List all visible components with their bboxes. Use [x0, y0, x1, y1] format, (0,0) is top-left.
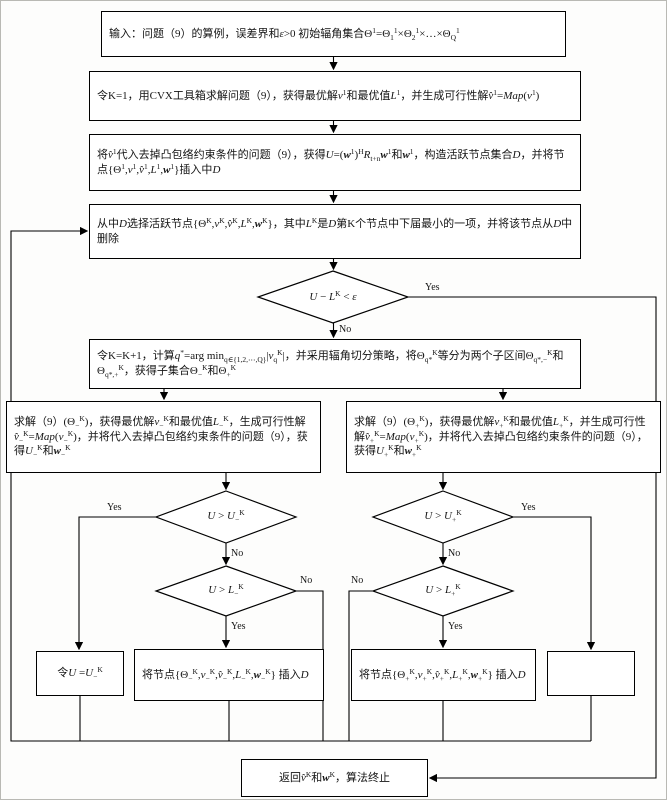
node-solve-minus-text: 求解（9）(Θ−K)，获得最优解v−K和最优值L−K，生成可行性解v̂−K=Ma…: [14, 413, 308, 460]
edge-l-plus-no-feedback: [348, 590, 373, 741]
node-solve-plus-text: 求解（9）(Θ+K)，获得最优解v+K和最优值L+K，并生成可行性解v̂+K=M…: [354, 413, 648, 460]
decision-diamond-u-minus: [154, 490, 298, 544]
node-branch-split: 令K=K+1，计算q*=arg minq∈{1,2,⋯,Q}|vqK|，并采用辐…: [89, 339, 581, 389]
edge-feedback-loop-to-select: [10, 226, 591, 742]
node-insert-plus-text: 将节点{Θ+K,v+K,v̂+K,L+K,w+K} 插入D: [359, 666, 526, 683]
label-u-plus-yes: Yes: [521, 502, 536, 513]
node-return-text: 返回v̂K和wK，算法终止: [278, 769, 391, 784]
decision-diamond-l-plus: [371, 565, 515, 617]
node-substitute: 将v̂1代入去掉凸包络约束条件的问题（9），获得U=(w1)HRt+nw1和w1…: [89, 134, 581, 191]
label-u-minus-no: No: [231, 548, 244, 559]
node-insert-minus: 将节点{Θ−K,v−K,v̂−K,L−K,w−K} 插入D: [134, 649, 324, 701]
node-insert-minus-text: 将节点{Θ−K,v−K,v̂−K,L−K,w−K} 插入D: [142, 666, 309, 683]
decision-diamond-u-plus: [371, 490, 515, 544]
node-select-active: 从中D选择活跃节点{ΘK,vK,v̂K,LK,wK}，其中LK是D第K个节点中下…: [89, 204, 581, 259]
label-u-plus-no: No: [448, 548, 461, 559]
edge-eps-yes-to-return: [408, 296, 657, 783]
label-l-minus-no: No: [300, 575, 313, 586]
label-l-minus-yes: Yes: [231, 621, 246, 632]
decision-diamond-eps: [256, 270, 410, 324]
node-input-text: 输入：问题（9）的算例，误差界和ε>0 初始辐角集合Θ1=Θ11×Θ21×…×Θ…: [109, 25, 460, 42]
node-set-u-minus: 令U =U−K: [36, 651, 124, 696]
node-input: 输入：问题（9）的算例，误差界和ε>0 初始辐角集合Θ1=Θ11×Θ21×…×Θ…: [101, 11, 566, 57]
node-solve-minus: 求解（9）(Θ−K)，获得最优解v−K和最优值L−K，生成可行性解v̂−K=Ma…: [6, 401, 321, 473]
node-select-text: 从中D选择活跃节点{ΘK,vK,v̂K,LK,wK}，其中LK是D第K个节点中下…: [97, 215, 573, 245]
node-solve-plus: 求解（9）(Θ+K)，获得最优解v+K和最优值L+K，并生成可行性解v̂+K=M…: [346, 401, 661, 473]
node-init-cvx: 令K=1，用CVX工具箱求解问题（9），获得最优解v1和最优值L1，并生成可行性…: [89, 71, 581, 121]
label-eps-yes: Yes: [425, 282, 440, 293]
node-insert-plus: 将节点{Θ+K,v+K,v̂+K,L+K,w+K} 插入D: [351, 649, 536, 701]
node-substitute-text: 将v̂1代入去掉凸包络约束条件的问题（9），获得U=(w1)HRt+nw1和w1…: [97, 146, 565, 176]
node-return-terminate: 返回v̂K和wK，算法终止: [241, 759, 428, 797]
label-l-plus-yes: Yes: [448, 621, 463, 632]
node-init-text: 令K=1，用CVX工具箱求解问题（9），获得最优解v1和最优值L1，并生成可行性…: [97, 87, 540, 102]
edge-u-minus-yes-to-set-u: [74, 516, 156, 651]
node-set-u-plus: [547, 651, 635, 696]
node-branch-text: 令K=K+1，计算q*=arg minq∈{1,2,⋯,Q}|vqK|，并采用辐…: [97, 348, 564, 379]
decision-diamond-l-minus: [154, 565, 298, 617]
label-eps-no: No: [339, 324, 352, 335]
label-u-minus-yes: Yes: [107, 502, 122, 513]
label-l-plus-no: No: [351, 575, 364, 586]
edge-u-plus-yes-to-set-u: [513, 516, 596, 651]
node-set-u-minus-text: 令U =U−K: [57, 665, 103, 682]
